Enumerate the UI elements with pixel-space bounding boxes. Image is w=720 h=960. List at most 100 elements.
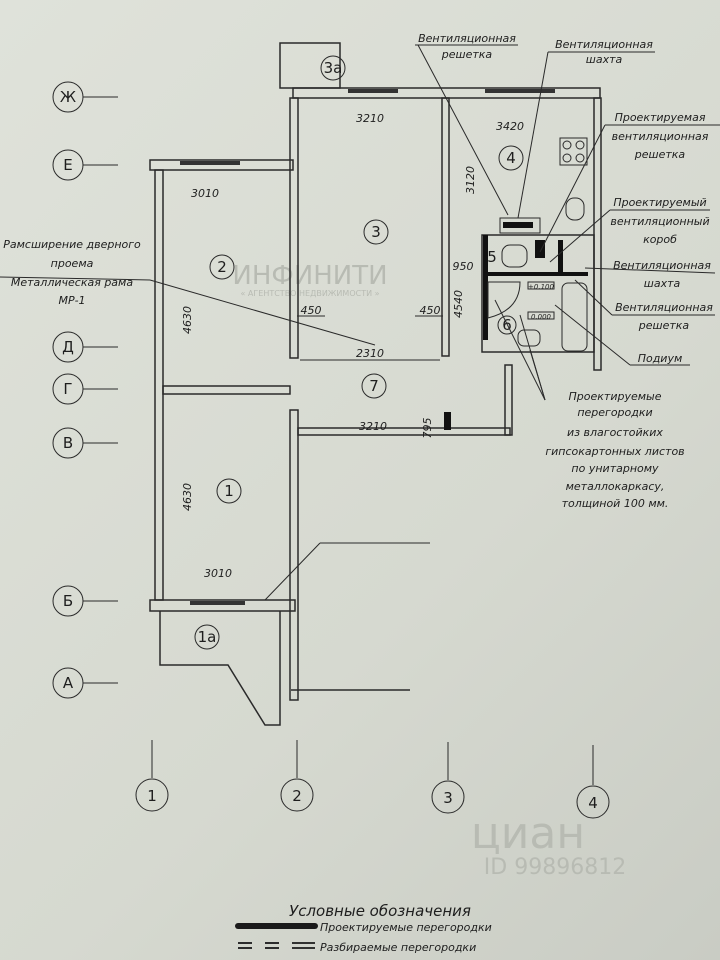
plan-label: 1 (147, 787, 157, 805)
plan-line (529, 349, 546, 401)
plan-label: 450 (301, 304, 322, 317)
leader-lines (0, 44, 720, 601)
plan-line (497, 315, 517, 335)
legend-double-dash (238, 942, 315, 949)
plan-label: Проектируемый (613, 196, 706, 209)
plan-label: Проектируемые (569, 390, 662, 403)
axis-col-2: 2 (280, 740, 314, 812)
plan-label: по унитарному (571, 462, 659, 475)
room-7: 7 (369, 377, 379, 395)
plan-label: Вентиляционная (555, 38, 653, 51)
plan-label: А (63, 674, 74, 692)
agency-watermark: ИНФИНИТИ (232, 261, 387, 291)
plan-label: 450 (420, 304, 441, 317)
plan-label: Д (62, 338, 74, 356)
plan-label: +0.100 (528, 283, 554, 291)
plan-line (558, 240, 563, 275)
plan-line (575, 153, 585, 163)
plan-label: 3210 (359, 420, 387, 433)
plan-label: 3420 (496, 120, 524, 133)
plan-line (499, 217, 541, 234)
plan-line (280, 778, 314, 812)
plan-line (444, 412, 451, 430)
plan-label: гипсокартонных листов (545, 445, 684, 458)
plan-label: из влагостойких (567, 426, 663, 439)
plan-line (501, 244, 528, 268)
cian-watermark: циан (471, 808, 585, 859)
plan-label: 3010 (191, 187, 219, 200)
plan-label: 3120 (464, 166, 477, 194)
room-4: 4 (506, 149, 516, 167)
axis-col-1: 1 (135, 740, 169, 812)
plan-label: проема (51, 257, 94, 270)
plan-line (575, 140, 585, 150)
plan-line (149, 159, 294, 171)
plan-line (504, 364, 513, 436)
plan-label: толщиной 100 мм. (562, 497, 669, 510)
plan-line (363, 219, 389, 245)
plan-line (289, 97, 299, 359)
plan-label: 2 (292, 787, 302, 805)
plan-line (517, 51, 549, 219)
plan-line (361, 373, 387, 399)
plan-label: Рамсширение дверного (3, 238, 141, 251)
annotations: Вентиляционная решетка Вентиляционная ша… (3, 32, 713, 510)
plan-line (297, 427, 511, 436)
plan-label: вентиляционный (610, 215, 709, 228)
plan-label: перегородки (577, 406, 652, 419)
plan-line (574, 279, 613, 316)
dimensions: 3210 3420 3010 3120 950 4630 450 450 231… (181, 112, 554, 580)
plan-line (149, 279, 376, 346)
plan-line (527, 281, 555, 290)
plan-line (264, 542, 321, 601)
plan-line (348, 89, 398, 93)
plan-line (154, 169, 164, 601)
legend-item-removed: Разбираемые перегородки (320, 941, 476, 954)
plan-label: 4 (588, 794, 598, 812)
axis-col-4: 4 (576, 745, 610, 819)
plan-label: Проектируемая (615, 111, 706, 124)
plan-line (190, 601, 245, 605)
plan-line (441, 97, 450, 357)
axis-col-3: 3 (431, 742, 465, 814)
plan-label: 3010 (204, 567, 232, 580)
plan-line (209, 254, 235, 280)
plan-label: 3210 (356, 112, 384, 125)
plan-line (488, 272, 588, 276)
legend-title: Условные обозначения (289, 902, 471, 920)
plan-label: 4540 (452, 290, 465, 318)
plan-label: 2310 (356, 347, 384, 360)
plan-line (289, 409, 299, 701)
plan-line (562, 140, 572, 150)
plan-line (559, 137, 588, 166)
plan-line (554, 304, 631, 366)
axis-row-g: Г (52, 373, 118, 405)
axis-row-e: Е (52, 149, 118, 181)
room-1a: 1а (198, 628, 217, 646)
plan-line (0, 276, 151, 281)
axis-row-d: Д (52, 331, 118, 363)
plan-label: решетка (634, 148, 686, 161)
plan-label: 795 (421, 418, 434, 439)
room-3a: 3а (324, 59, 343, 77)
plan-label: Металлическая рама (11, 276, 133, 289)
plan-line (561, 282, 588, 352)
plan-label: 3 (443, 789, 453, 807)
room-5: 5 (487, 248, 497, 266)
plan-label: 950 (453, 260, 474, 273)
plan-line (216, 478, 242, 504)
axis-row-v: В (52, 427, 118, 459)
plan-label: МР-1 (58, 294, 85, 307)
plan-label: решетка (638, 319, 690, 332)
axis-row-b: Б (52, 585, 118, 617)
axis-row-a: А (52, 667, 118, 699)
plan-label: Вентиляционная (615, 301, 713, 314)
plan-line (483, 235, 488, 340)
plan-line (487, 281, 521, 319)
plan-label: решетка (441, 48, 493, 61)
plan-line (593, 97, 602, 371)
legend: Условные обозначения Проектируемые перег… (235, 902, 492, 954)
plan-label: Вентиляционная (418, 32, 516, 45)
